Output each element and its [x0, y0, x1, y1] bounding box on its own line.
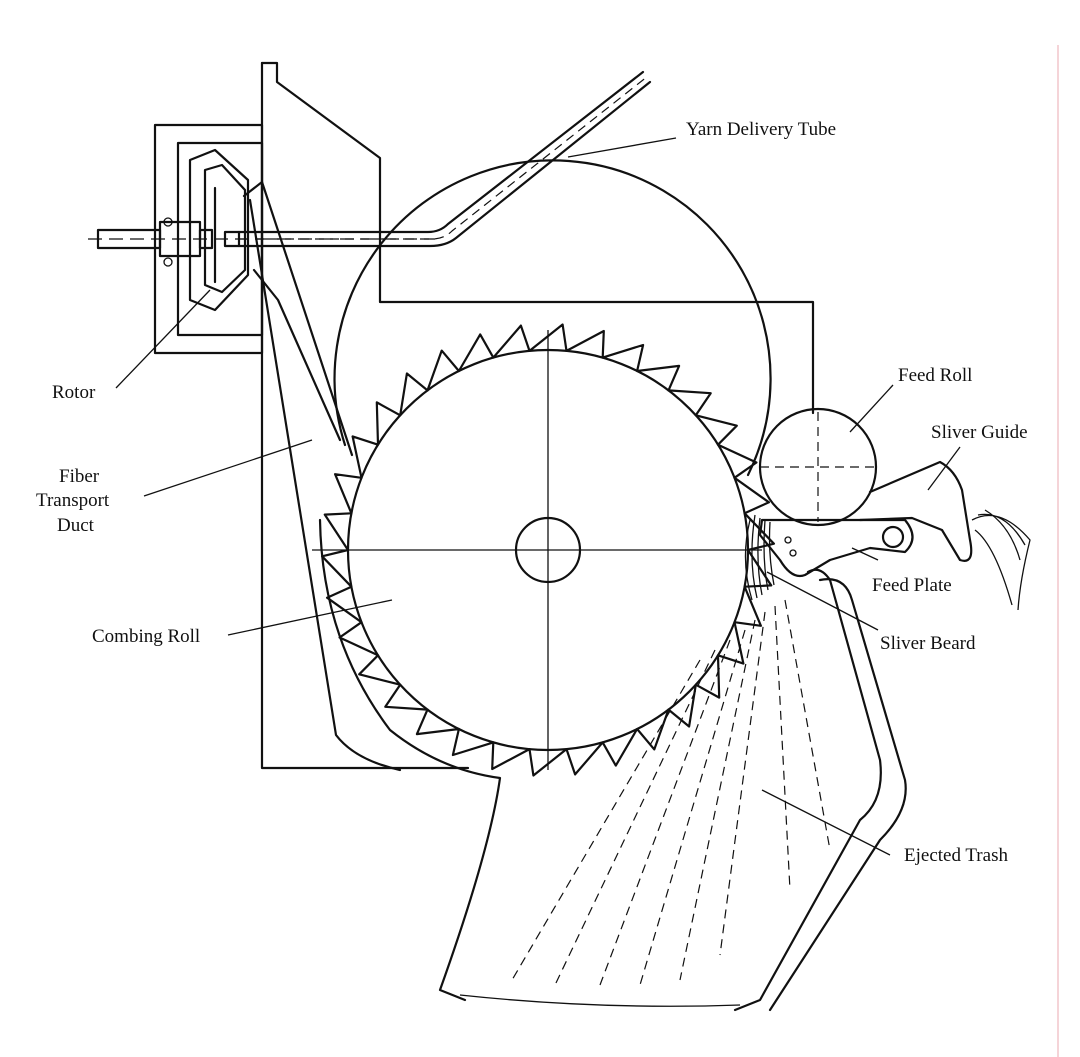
combing-roll-label: Combing Roll [92, 626, 200, 647]
sliver-beard-label: Sliver Beard [880, 633, 976, 654]
trash-trajectory-line [774, 605, 791, 891]
sliver-fibers [971, 509, 1031, 611]
ejected-trash-label: Ejected Trash [904, 845, 1008, 866]
main-housing [260, 61, 815, 770]
feed-plate [758, 518, 914, 578]
feed-roll [758, 407, 880, 527]
fiber-transport-duct-label-line1: Fiber [59, 466, 100, 487]
trash-trajectory-line [784, 599, 831, 851]
trash-trajectory-line [719, 611, 766, 956]
feed-roll-label: Feed Roll [898, 365, 972, 386]
fiber-transport-duct-label-line3: Duct [57, 515, 95, 536]
combing-roll-casing [318, 159, 772, 1002]
ejected-trash-trajectories [511, 599, 831, 986]
trash-trajectory-line [554, 649, 716, 986]
feed-plate-label: Feed Plate [872, 575, 952, 596]
fiber-transport-duct-label-line2: Transport [36, 490, 110, 511]
fiber-transport-duct [242, 180, 402, 772]
leader-lines [115, 137, 961, 856]
yarn-delivery-tube-label: Yarn Delivery Tube [686, 119, 836, 140]
rotor-label: Rotor [52, 382, 96, 403]
trash-trajectory-line [679, 619, 756, 981]
trash-chute [459, 568, 907, 1012]
sliver-beard [744, 514, 775, 601]
trash-trajectory-line [599, 639, 731, 986]
trash-trajectory-line [639, 629, 746, 986]
trash-trajectory-line [511, 659, 701, 981]
combing-roll [312, 323, 775, 777]
sliver-guide [858, 460, 973, 562]
sliver-guide-label: Sliver Guide [931, 422, 1028, 443]
yarn-delivery-tube [237, 70, 652, 248]
